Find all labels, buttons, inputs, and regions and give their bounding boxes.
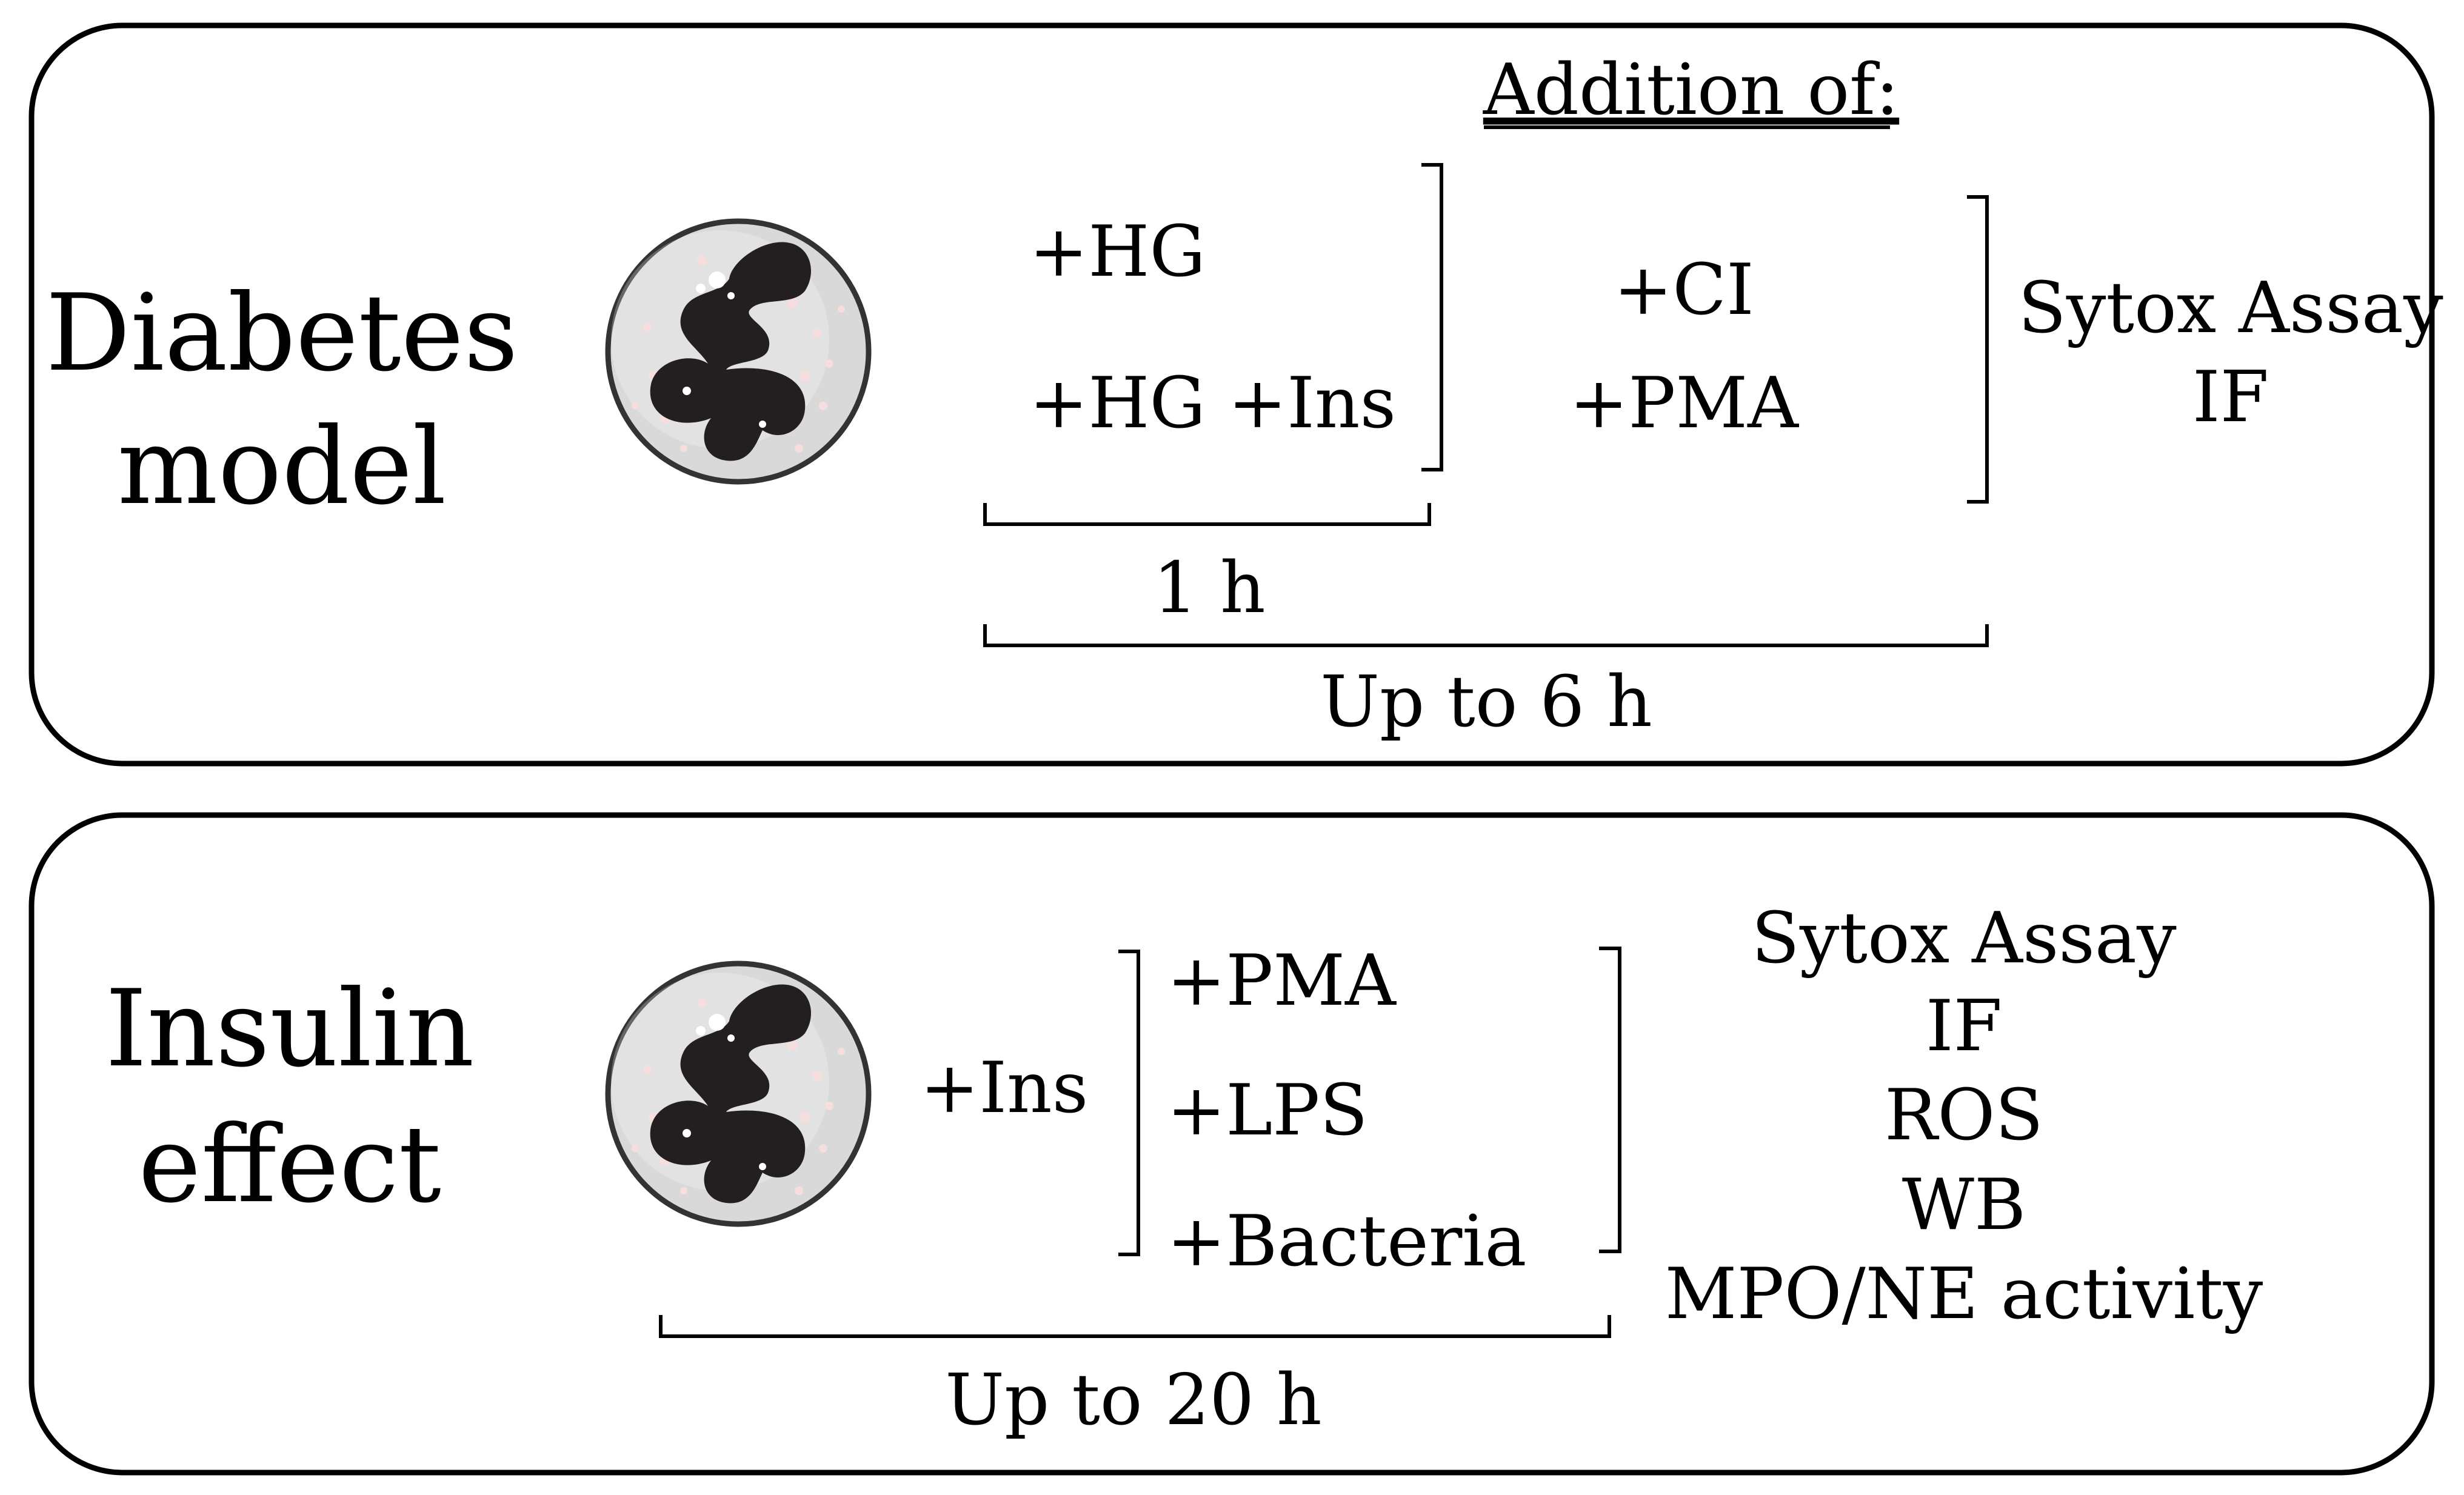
timing-label: Up to 6 h [1320, 661, 1652, 743]
stimulus-pma: +PMA [1569, 362, 1799, 444]
readout-sytox-assay: Sytox Assay [1751, 897, 2177, 979]
addition-header: Addition of: [1483, 49, 1899, 131]
readout-if: IF [2192, 356, 2269, 438]
stimulus-lps: +LPS [1167, 1070, 1368, 1151]
neutrophil-icon [608, 221, 869, 482]
stimulus-bracket [1967, 195, 1989, 504]
readout-sytox-assay: Sytox Assay [2018, 267, 2443, 349]
panel-title-line-2: effect [138, 1104, 441, 1227]
short-timing-label: 1 h [1153, 547, 1265, 629]
one-hour-bracket [983, 503, 1431, 526]
stimulus-pma: +PMA [1167, 940, 1397, 1022]
neutrophil-icon [608, 964, 869, 1224]
panel-title-line-1: Diabetes [45, 272, 518, 395]
readout-ros: ROS [1885, 1074, 2043, 1156]
stimulus-ci: +CI [1614, 249, 1754, 331]
insulin-effect-panel: Insulin effect +Ins +PMA +LPS +Bacteria … [28, 812, 2435, 1476]
panel-frame [28, 22, 2435, 767]
twenty-hour-bracket [659, 1315, 1611, 1338]
panel-title-line-2: model [118, 405, 447, 528]
timing-label: Up to 20 h [945, 1359, 1321, 1441]
diabetes-model-panel: Diabetes model Addition of: +HG +HG +Ins… [28, 22, 2443, 767]
stimulus-bacteria: +Bacteria [1167, 1200, 1527, 1282]
six-hour-bracket [983, 624, 1989, 647]
panel-title-line-1: Insulin [105, 968, 475, 1091]
stimulus-bracket-right [1599, 947, 1621, 1253]
readout-wb: WB [1902, 1164, 2026, 1246]
panel-frame [28, 812, 2435, 1476]
readout-mpo-ne-activity: MPO/NE activity [1665, 1253, 2263, 1335]
pretreatment-hg: +HG [1029, 211, 1206, 293]
readout-if: IF [1926, 985, 2002, 1067]
pretreatment-ins: +Ins [920, 1047, 1088, 1129]
stimulus-bracket-left [1118, 950, 1140, 1256]
pretreatment-bracket [1421, 163, 1443, 471]
pretreatment-hg-ins: +HG +Ins [1029, 362, 1396, 444]
